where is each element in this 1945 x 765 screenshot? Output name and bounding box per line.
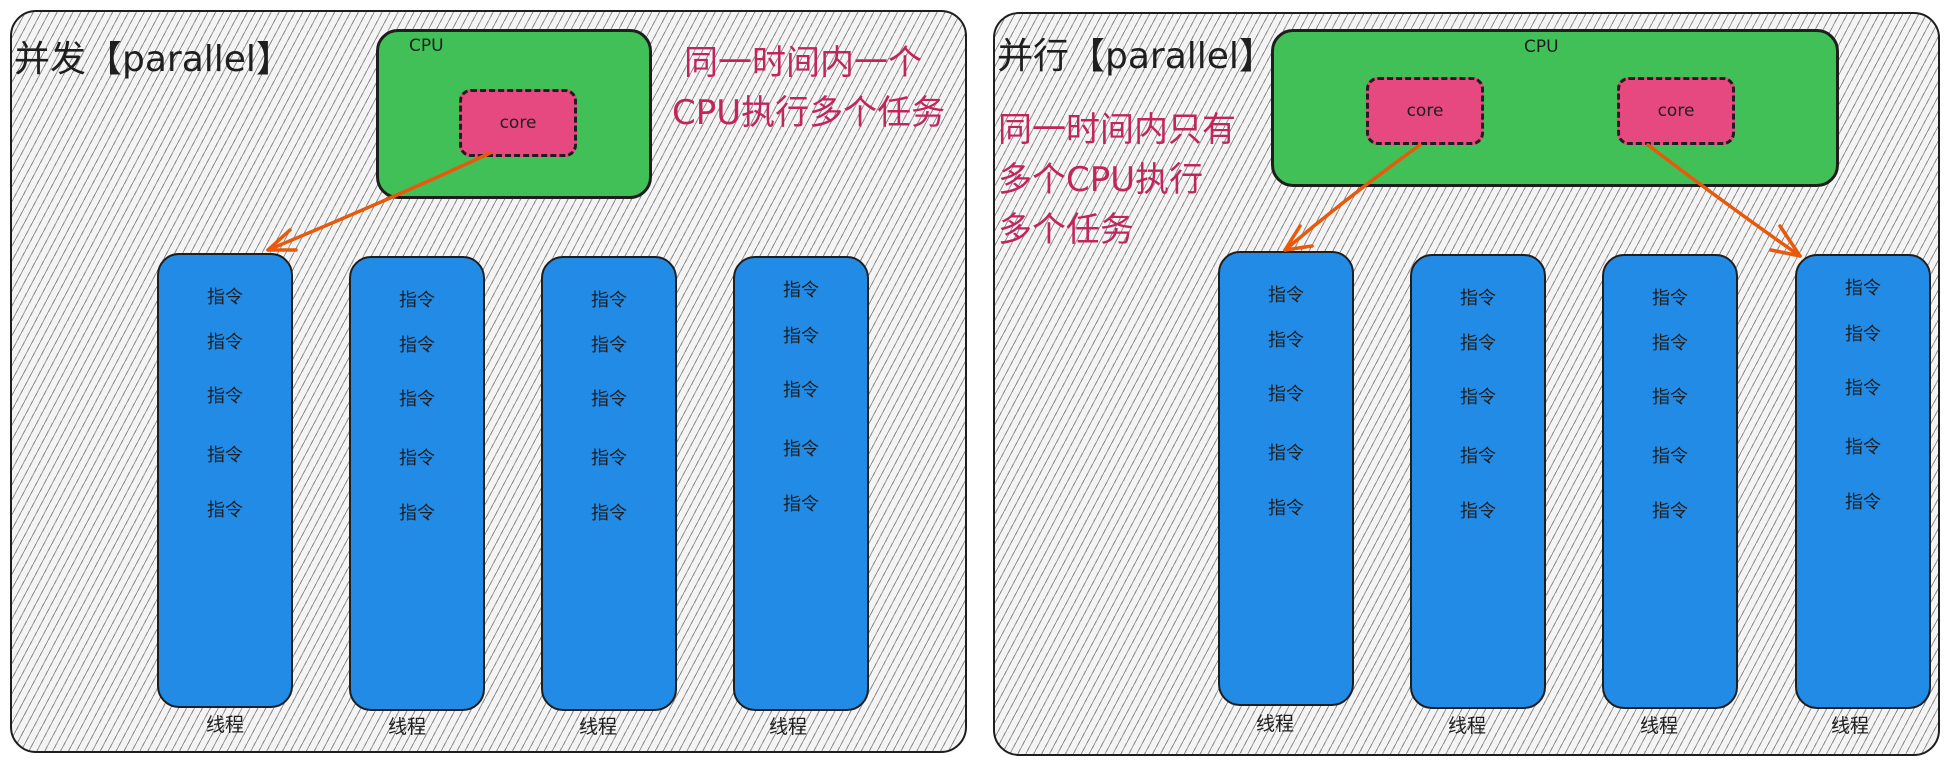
- concurrency-arrow-shaft: [266, 151, 492, 252]
- thread-label: 线程: [387, 716, 426, 738]
- parallelism-core-2: core: [1617, 77, 1735, 145]
- instruction: 指令: [207, 500, 243, 521]
- instruction: 指令: [591, 448, 627, 469]
- instruction: 指令: [591, 290, 627, 311]
- instruction: 指令: [591, 335, 627, 356]
- parallelism-core-1: core: [1366, 77, 1484, 145]
- instruction: 指令: [1460, 501, 1496, 522]
- parallelism-note-line-1: 同一时间内只有: [998, 110, 1236, 150]
- instruction: 指令: [1845, 492, 1881, 513]
- instruction: 指令: [1652, 387, 1688, 408]
- parallelism-thread-4: 指令 指令 指令 指令 指令: [1795, 254, 1931, 709]
- parallelism-arrow-1: [1283, 143, 1422, 252]
- instruction: 指令: [1652, 501, 1688, 522]
- instruction: 指令: [207, 332, 243, 353]
- parallelism-note-line-2: 多个CPU执行: [998, 160, 1204, 200]
- instruction: 指令: [1845, 278, 1881, 299]
- instruction: 指令: [399, 389, 435, 410]
- thread-label: 线程: [768, 716, 807, 738]
- instruction: 指令: [399, 448, 435, 469]
- thread-label: 线程: [1639, 715, 1678, 737]
- parallelism-arrow-2: [1646, 143, 1802, 258]
- instruction: 指令: [207, 445, 243, 466]
- instruction: 指令: [783, 280, 819, 301]
- concurrency-thread-1: 指令 指令 指令 指令 指令: [157, 253, 293, 708]
- instruction: 指令: [1268, 285, 1304, 306]
- thread-label: 线程: [1255, 713, 1294, 735]
- parallelism-arrow-2-shaft: [1646, 143, 1802, 258]
- instruction: 指令: [399, 290, 435, 311]
- instruction: 指令: [1268, 384, 1304, 405]
- concurrency-note: 同一时间内一个 CPU执行多个任务: [672, 38, 945, 138]
- parallelism-title: 并行【parallel】: [997, 36, 1275, 77]
- instruction: 指令: [1460, 446, 1496, 467]
- concurrency-note-line-1: 同一时间内一个: [684, 43, 922, 83]
- instruction: 指令: [1268, 443, 1304, 464]
- concurrency-note-line-2: CPU执行多个任务: [672, 93, 946, 133]
- thread-label: 线程: [1830, 715, 1869, 737]
- thread-label: 线程: [1447, 715, 1486, 737]
- instruction: 指令: [1652, 288, 1688, 309]
- parallelism-arrow-1-shaft: [1283, 143, 1422, 252]
- concurrency-thread-3: 指令 指令 指令 指令 指令: [541, 256, 677, 711]
- instruction: 指令: [591, 389, 627, 410]
- concurrency-cpu-label: CPU: [409, 36, 444, 56]
- concurrency-cpu: CPU core: [376, 29, 652, 199]
- instruction: 指令: [399, 503, 435, 524]
- instruction: 指令: [1652, 333, 1688, 354]
- concurrency-core: core: [459, 89, 577, 157]
- instruction: 指令: [207, 386, 243, 407]
- concurrency-arrow: [266, 151, 492, 252]
- parallelism-thread-3: 指令 指令 指令 指令 指令: [1602, 254, 1738, 709]
- instruction: 指令: [1652, 446, 1688, 467]
- parallelism-arrow-2-head: [1769, 224, 1802, 258]
- concurrency-thread-4: 指令 指令 指令 指令 指令: [733, 256, 869, 711]
- instruction: 指令: [1460, 387, 1496, 408]
- concurrency-title: 并发【parallel】: [14, 39, 292, 80]
- thread-label: 线程: [578, 716, 617, 738]
- parallelism-note-line-3: 多个任务: [998, 210, 1134, 250]
- parallelism-cpu: CPU core core: [1271, 29, 1839, 187]
- instruction: 指令: [783, 439, 819, 460]
- instruction: 指令: [1460, 288, 1496, 309]
- thread-label: 线程: [205, 714, 244, 736]
- parallelism-thread-2: 指令 指令 指令 指令 指令: [1410, 254, 1546, 709]
- instruction: 指令: [1845, 378, 1881, 399]
- instruction: 指令: [399, 335, 435, 356]
- parallelism-arrow-1-head: [1283, 224, 1314, 252]
- instruction: 指令: [207, 287, 243, 308]
- instruction: 指令: [1268, 498, 1304, 519]
- instruction: 指令: [1845, 324, 1881, 345]
- concurrency-arrow-head: [266, 228, 298, 252]
- parallelism-cpu-label: CPU: [1524, 37, 1559, 57]
- instruction: 指令: [1845, 437, 1881, 458]
- concurrency-thread-2: 指令 指令 指令 指令 指令: [349, 256, 485, 711]
- instruction: 指令: [783, 326, 819, 347]
- instruction: 指令: [783, 380, 819, 401]
- instruction: 指令: [1460, 333, 1496, 354]
- parallelism-thread-1: 指令 指令 指令 指令 指令: [1218, 251, 1354, 706]
- instruction: 指令: [783, 494, 819, 515]
- parallelism-note: 同一时间内只有 多个CPU执行 多个任务: [998, 105, 1236, 255]
- instruction: 指令: [591, 503, 627, 524]
- instruction: 指令: [1268, 330, 1304, 351]
